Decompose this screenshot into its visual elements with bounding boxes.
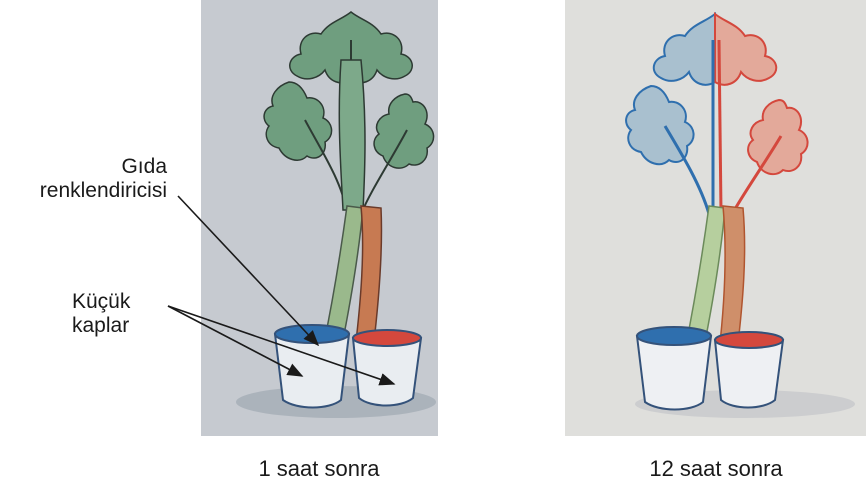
caption-after-12h: 12 saat sonra <box>596 456 836 482</box>
arrow-to-right-cup <box>168 306 394 384</box>
arrow-to-left-cup <box>168 306 302 376</box>
caption-after-1h: 1 saat sonra <box>199 456 439 482</box>
